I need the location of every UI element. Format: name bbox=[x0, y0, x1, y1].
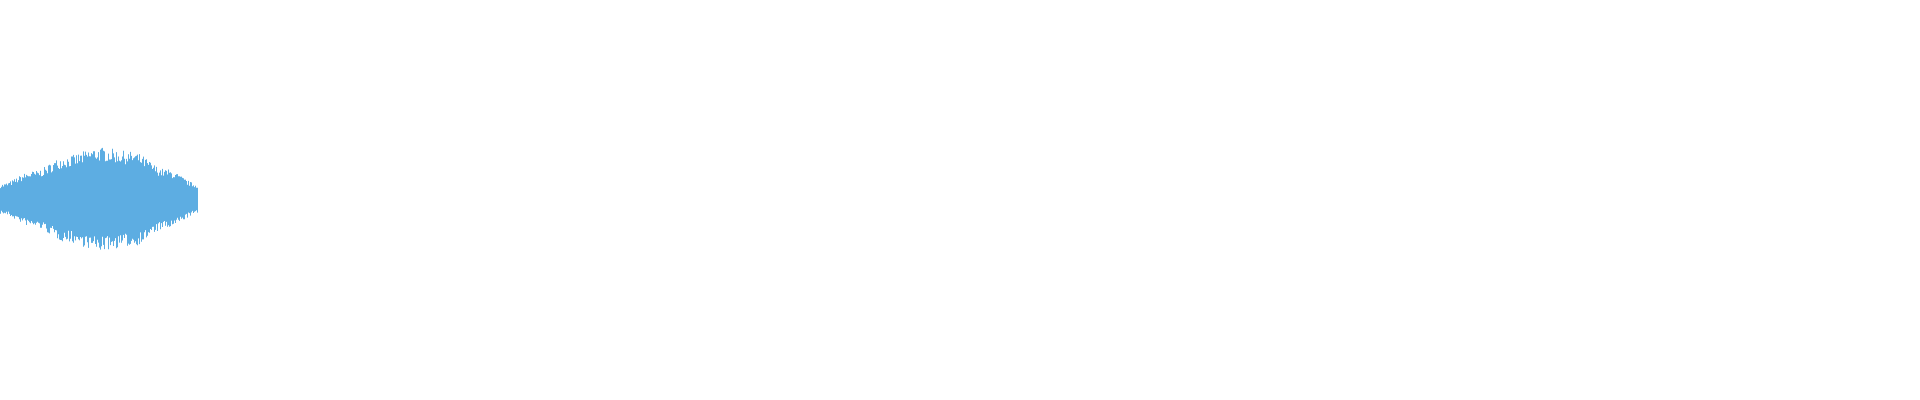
waveform-path bbox=[0, 147, 198, 250]
waveform-bars bbox=[0, 147, 198, 250]
